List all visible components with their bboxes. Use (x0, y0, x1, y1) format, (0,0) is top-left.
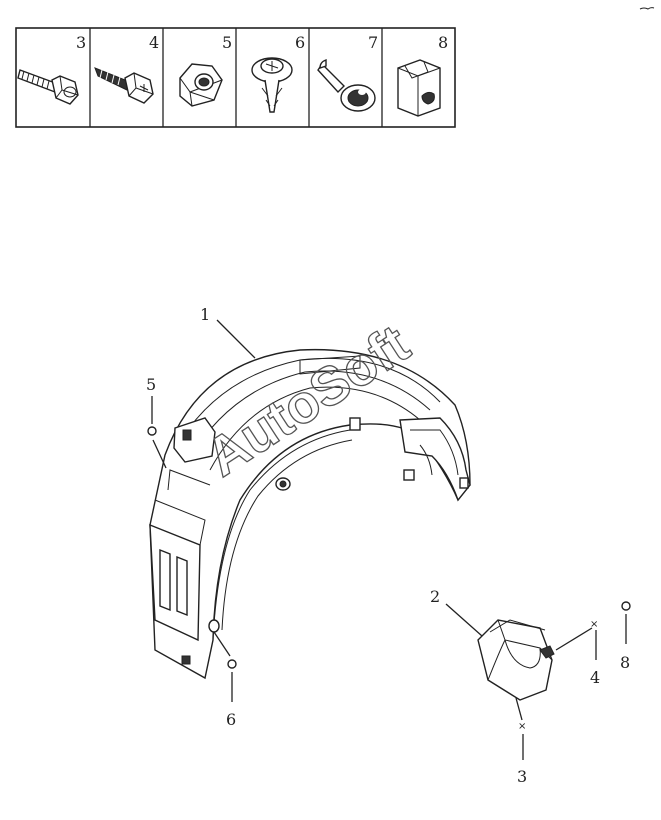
leader-line-4a (555, 627, 593, 651)
leader-line-6a (213, 631, 231, 657)
callout-6: 6 (226, 710, 236, 729)
legend-number-8: 8 (438, 33, 448, 52)
hex-bolt-icon (17, 69, 79, 105)
wheel-arch-liner (149, 348, 471, 680)
callout-4: 4 (590, 668, 600, 687)
self-tapping-screw-icon (94, 67, 154, 104)
leader-line-1 (216, 319, 256, 359)
corner-mark (639, 7, 655, 10)
leader-line-5b (152, 439, 167, 469)
plastic-rivet-icon (317, 59, 376, 112)
screw-marker-x: × (590, 619, 598, 630)
callout-5: 5 (146, 375, 156, 394)
hex-nut-icon (179, 63, 223, 107)
legend-number-4: 4 (149, 33, 159, 52)
callout-3: 3 (517, 767, 527, 786)
parts-legend-table: 3 4 5 6 7 8 (15, 27, 456, 128)
callout-1: 1 (200, 305, 210, 324)
leader-line-2 (445, 603, 483, 637)
leader-line-3a (515, 697, 523, 721)
bolt-marker-x: × (518, 721, 526, 732)
legend-number-3: 3 (76, 33, 86, 52)
legend-number-6: 6 (295, 33, 305, 52)
nut-marker (147, 426, 157, 436)
callout-8: 8 (620, 653, 630, 672)
callout-2: 2 (430, 587, 440, 606)
spring-nut-clip-icon (397, 59, 441, 117)
push-clip-icon (251, 57, 293, 113)
legend-number-7: 7 (368, 33, 378, 52)
mudflap-bracket (477, 619, 555, 701)
legend-number-5: 5 (222, 33, 232, 52)
clip-marker (227, 659, 237, 669)
spring-nut-marker (621, 601, 631, 611)
